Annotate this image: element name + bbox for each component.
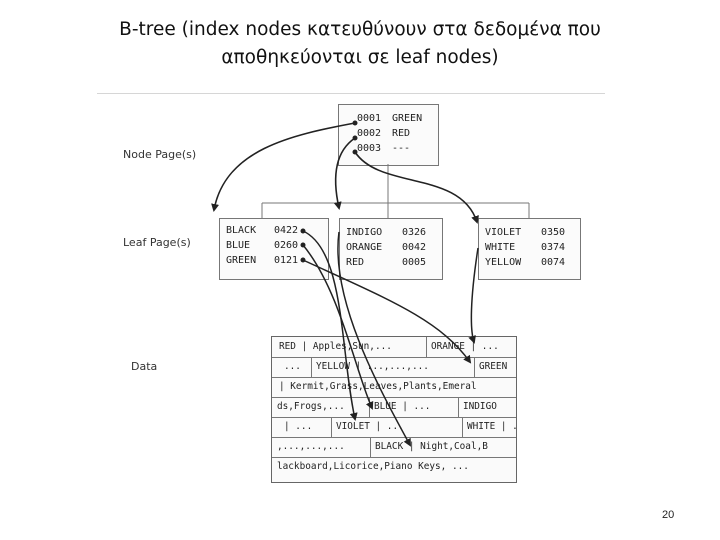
leaf-page-2: INDIGO 0326 ORANGE 0042 RED 0005	[339, 218, 443, 280]
leaf-ref: 0042	[402, 242, 427, 253]
data-row: ,...,...,... BLACK | Night,Coal,B	[272, 437, 516, 458]
data-cell: lackboard,Licorice,Piano Keys, ...	[277, 461, 469, 472]
data-cell: | ...	[284, 421, 313, 432]
leaf-row: INDIGO 0326	[346, 226, 426, 240]
leaf-pointer-dot	[300, 242, 306, 248]
leaf-pointer-dot	[300, 257, 306, 263]
slide-title: B-tree (index nodes κατευθύνουν στα δεδο…	[0, 16, 720, 72]
data-cell: INDIGO	[458, 397, 516, 417]
leaf-row: RED 0005	[346, 256, 426, 270]
leaf-name: BLACK	[226, 225, 257, 236]
leaf-ref: 0005	[402, 257, 427, 268]
node-pointer-dot	[352, 120, 358, 126]
pointer-green-to-data	[302, 259, 472, 364]
node-pointer-dot	[352, 149, 358, 155]
leaf-row: GREEN 0121	[226, 254, 298, 268]
leaf-ref: 0350	[541, 227, 566, 238]
leaf-pages-label: Leaf Page(s)	[123, 236, 191, 249]
pointer-blue-to-data	[302, 244, 374, 410]
slide-title-line-2: αποθηκεύονται σε leaf nodes)	[221, 47, 499, 68]
leaf-name: VIOLET	[485, 227, 522, 238]
data-row: ... YELLOW | ...,...,... GREEN	[272, 357, 516, 378]
leaf-page-3: VIOLET 0350 WHITE 0374 YELLOW 0074	[478, 218, 581, 280]
pointer-black-to-data	[302, 230, 358, 421]
leaf-page-1: BLACK 0422 BLUE 0260 GREEN 0121	[219, 218, 329, 280]
data-cell: ds,Frogs,...	[277, 401, 345, 412]
leaf-pointer-dot	[300, 228, 306, 234]
node-value: ---	[392, 143, 411, 154]
node-row: 0003 ---	[357, 142, 410, 156]
pointer-white-to-data	[468, 247, 479, 344]
leaf-row: BLUE 0260	[226, 239, 298, 253]
node-key: 0003	[357, 143, 382, 154]
node-pages-label: Node Page(s)	[123, 148, 197, 161]
data-cell: RED | Apples,Sun,...	[279, 341, 392, 352]
data-row: | ... VIOLET | ... WHITE | ...	[272, 417, 516, 438]
leaf-ref: 0326	[402, 227, 427, 238]
data-cell: | Kermit,Grass,Leaves,Plants,Emeral	[279, 381, 477, 392]
node-key: 0002	[357, 128, 382, 139]
node-row: 0001 GREEN	[357, 112, 422, 126]
leaf-name: RED	[346, 257, 365, 268]
leaf-row: YELLOW 0074	[485, 256, 565, 270]
data-cell: ...	[284, 361, 301, 372]
node-pointer-dot	[352, 135, 358, 141]
node-row: 0002 RED	[357, 127, 410, 141]
leaf-name: ORANGE	[346, 242, 383, 253]
data-row: lackboard,Licorice,Piano Keys, ...	[272, 457, 516, 477]
node-value: GREEN	[392, 113, 423, 124]
slide-title-line-1: B-tree (index nodes κατευθύνουν στα δεδο…	[119, 19, 601, 40]
pointer-end-to-leaf3	[354, 151, 479, 224]
tree-bracket	[261, 164, 530, 218]
leaf-name: BLUE	[226, 240, 251, 251]
pointer-red-to-leaf2	[333, 137, 356, 210]
leaf-ref: 0121	[274, 255, 299, 266]
data-cell: BLACK | Night,Coal,B	[370, 437, 516, 457]
leaf-name: GREEN	[226, 255, 257, 266]
data-row: RED | Apples,Sun,... ORANGE | ...	[272, 337, 516, 358]
leaf-row: BLACK 0422	[226, 224, 298, 238]
leaf-row: VIOLET 0350	[485, 226, 565, 240]
leaf-ref: 0374	[541, 242, 566, 253]
data-cell: YELLOW | ...,...,...	[311, 357, 475, 377]
data-label: Data	[131, 360, 158, 373]
leaf-row: ORANGE 0042	[346, 241, 426, 255]
data-cell: WHITE | ...	[462, 417, 516, 437]
leaf-row: WHITE 0374	[485, 241, 565, 255]
leaf-name: WHITE	[485, 242, 516, 253]
data-cell: ORANGE | ...	[426, 337, 516, 357]
leaf-name: YELLOW	[485, 257, 522, 268]
data-row: | Kermit,Grass,Leaves,Plants,Emeral	[272, 377, 516, 398]
node-value: RED	[392, 128, 411, 139]
data-block: RED | Apples,Sun,... ORANGE | ... ... YE…	[271, 336, 517, 483]
pointer-indigo-to-data	[337, 231, 411, 447]
leaf-ref: 0422	[274, 225, 299, 236]
node-key: 0001	[357, 113, 382, 124]
data-cell: ,...,...,...	[277, 441, 345, 452]
leaf-name: INDIGO	[346, 227, 383, 238]
leaf-ref: 0074	[541, 257, 566, 268]
page-number: 20	[662, 509, 675, 521]
title-divider	[97, 93, 605, 94]
leaf-ref: 0260	[274, 240, 299, 251]
data-cell: GREEN	[474, 357, 516, 377]
data-cell: VIOLET | ...	[331, 417, 463, 437]
pointer-green-to-leaf1	[211, 122, 356, 212]
